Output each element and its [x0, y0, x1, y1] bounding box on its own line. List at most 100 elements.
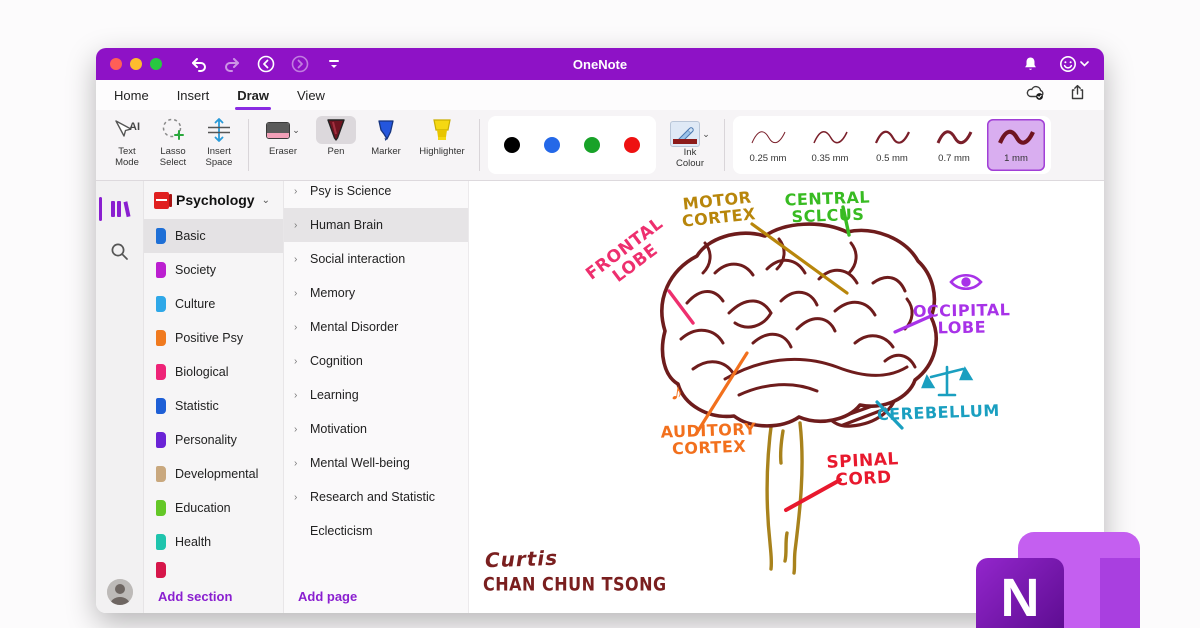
- page-item-human-brain[interactable]: › Human Brain: [284, 208, 468, 242]
- page-item[interactable]: › Mental Well-being: [284, 446, 468, 480]
- section-item-developmental[interactable]: Developmental: [144, 457, 283, 491]
- section-item-education[interactable]: Education: [144, 491, 283, 525]
- marker-button[interactable]: Marker: [363, 116, 409, 157]
- redo-icon[interactable]: [222, 54, 242, 74]
- section-tab-icon: [156, 398, 166, 414]
- page-item[interactable]: › Motivation: [284, 412, 468, 446]
- add-section-button[interactable]: Add section: [144, 579, 283, 613]
- chevron-right-icon[interactable]: ›: [294, 491, 298, 503]
- add-page-button[interactable]: Add page: [284, 579, 468, 613]
- search-rail-button[interactable]: [96, 233, 143, 269]
- page-item[interactable]: › Research and Statistic: [284, 480, 468, 514]
- page-item[interactable]: › Cognition: [284, 344, 468, 378]
- user-avatar[interactable]: [107, 579, 133, 605]
- tab-view[interactable]: View: [297, 87, 325, 103]
- section-item-partial[interactable]: [144, 559, 283, 581]
- section-item-basic[interactable]: Basic: [144, 219, 283, 253]
- minimize-window-button[interactable]: [130, 58, 142, 70]
- chevron-right-icon[interactable]: ›: [294, 253, 298, 265]
- section-label: Basic: [175, 229, 206, 243]
- section-item-culture[interactable]: Culture: [144, 287, 283, 321]
- zoom-window-button[interactable]: [150, 58, 162, 70]
- navigate-forward-icon[interactable]: [290, 54, 310, 74]
- section-item-biological[interactable]: Biological: [144, 355, 283, 389]
- page-item[interactable]: › Memory: [284, 276, 468, 310]
- pen-icon: [316, 116, 356, 144]
- share-icon[interactable]: [1069, 84, 1086, 106]
- page-item[interactable]: › Social interaction: [284, 242, 468, 276]
- thickness-label: 0.7 mm: [938, 153, 970, 164]
- thickness-option-025[interactable]: 0.25 mm: [739, 119, 797, 171]
- thickness-label: 0.35 mm: [811, 153, 849, 164]
- label-occipital-lobe: OCCIPITAL LOBE: [912, 300, 1011, 338]
- account-smiley-icon[interactable]: [1058, 54, 1090, 74]
- notebook-switcher[interactable]: Psychology ⌄: [144, 181, 283, 219]
- section-item-health[interactable]: Health: [144, 525, 283, 559]
- lasso-select-button[interactable]: Lasso Select: [152, 116, 194, 168]
- chevron-right-icon[interactable]: ›: [294, 219, 298, 231]
- chevron-right-icon[interactable]: ›: [294, 355, 298, 367]
- section-tab-icon: [156, 228, 166, 244]
- section-tab-icon: [156, 500, 166, 516]
- label-central-sclcus: CENTRAL SCLCUS: [784, 187, 871, 227]
- ribbon-divider: [479, 119, 480, 171]
- chevron-right-icon[interactable]: ›: [294, 321, 298, 333]
- chevron-right-icon[interactable]: ›: [294, 389, 298, 401]
- chevron-right-icon[interactable]: ›: [294, 185, 298, 197]
- tool-label: Eraser: [269, 146, 297, 157]
- tab-insert[interactable]: Insert: [176, 87, 210, 103]
- ink-colour-button[interactable]: ⌄ Ink Colour: [664, 121, 716, 169]
- onenote-logo: N: [976, 532, 1140, 628]
- page-item[interactable]: › Psy is Science: [284, 181, 468, 208]
- notebooks-rail-button[interactable]: [96, 191, 143, 227]
- section-label: Positive Psy: [175, 331, 244, 345]
- chevron-right-icon[interactable]: ›: [294, 423, 298, 435]
- pen-button[interactable]: Pen: [313, 116, 359, 157]
- tool-label: Insert Space: [205, 146, 233, 168]
- thickness-option-07[interactable]: 0.7 mm: [925, 119, 983, 171]
- thickness-option-035[interactable]: 0.35 mm: [801, 119, 859, 171]
- tool-label: Text Mode: [115, 146, 139, 168]
- section-item-statistic[interactable]: Statistic: [144, 389, 283, 423]
- search-icon: [111, 243, 128, 260]
- thickness-option-1mm[interactable]: 1 mm: [987, 119, 1045, 171]
- page-canvas[interactable]: MOTOR CORTEX CENTRAL SCLCUS FRONTAL LOBE…: [469, 181, 1104, 613]
- stroke-preview-icon: [751, 131, 786, 144]
- customize-toolbar-icon[interactable]: [324, 54, 344, 74]
- close-window-button[interactable]: [110, 58, 122, 70]
- page-item[interactable]: › Mental Disorder: [284, 310, 468, 344]
- menu-tab-bar: Home Insert Draw View: [96, 80, 1104, 110]
- chevron-right-icon[interactable]: ›: [294, 457, 298, 469]
- sync-status-cloud-icon[interactable]: [1025, 84, 1047, 106]
- tab-home[interactable]: Home: [114, 87, 149, 103]
- section-label: Education: [175, 501, 231, 515]
- color-swatch-red[interactable]: [624, 137, 640, 153]
- section-item-personality[interactable]: Personality: [144, 423, 283, 457]
- onenote-window: OneNote Home Insert Draw View: [96, 48, 1104, 613]
- chevron-down-icon: ⌄: [292, 124, 300, 135]
- label-auditory-cortex: AUDITORY CORTEX: [660, 419, 757, 459]
- color-swatch-green[interactable]: [584, 137, 600, 153]
- text-mode-button[interactable]: AI Text Mode: [106, 116, 148, 168]
- page-item[interactable]: › Learning: [284, 378, 468, 412]
- brain-drawing: [660, 205, 983, 575]
- section-item-positive-psy[interactable]: Positive Psy: [144, 321, 283, 355]
- page-item[interactable]: Eclecticism: [284, 514, 468, 548]
- notifications-bell-icon[interactable]: [1020, 54, 1040, 74]
- section-item-society[interactable]: Society: [144, 253, 283, 287]
- color-swatch-black[interactable]: [504, 137, 520, 153]
- eraser-button[interactable]: ⌄ Eraser: [257, 116, 309, 157]
- navigate-back-icon[interactable]: [256, 54, 276, 74]
- page-label: Learning: [310, 388, 359, 402]
- navigation-rail: [96, 181, 144, 613]
- chevron-right-icon[interactable]: ›: [294, 287, 298, 299]
- thickness-option-05[interactable]: 0.5 mm: [863, 119, 921, 171]
- color-swatch-blue[interactable]: [544, 137, 560, 153]
- section-tab-icon: [156, 534, 166, 550]
- highlighter-button[interactable]: Highlighter: [413, 116, 471, 157]
- lasso-select-icon: [159, 116, 187, 144]
- undo-icon[interactable]: [188, 54, 208, 74]
- page-label: Mental Well-being: [310, 456, 410, 470]
- tab-draw[interactable]: Draw: [235, 87, 271, 110]
- insert-space-button[interactable]: Insert Space: [198, 116, 240, 168]
